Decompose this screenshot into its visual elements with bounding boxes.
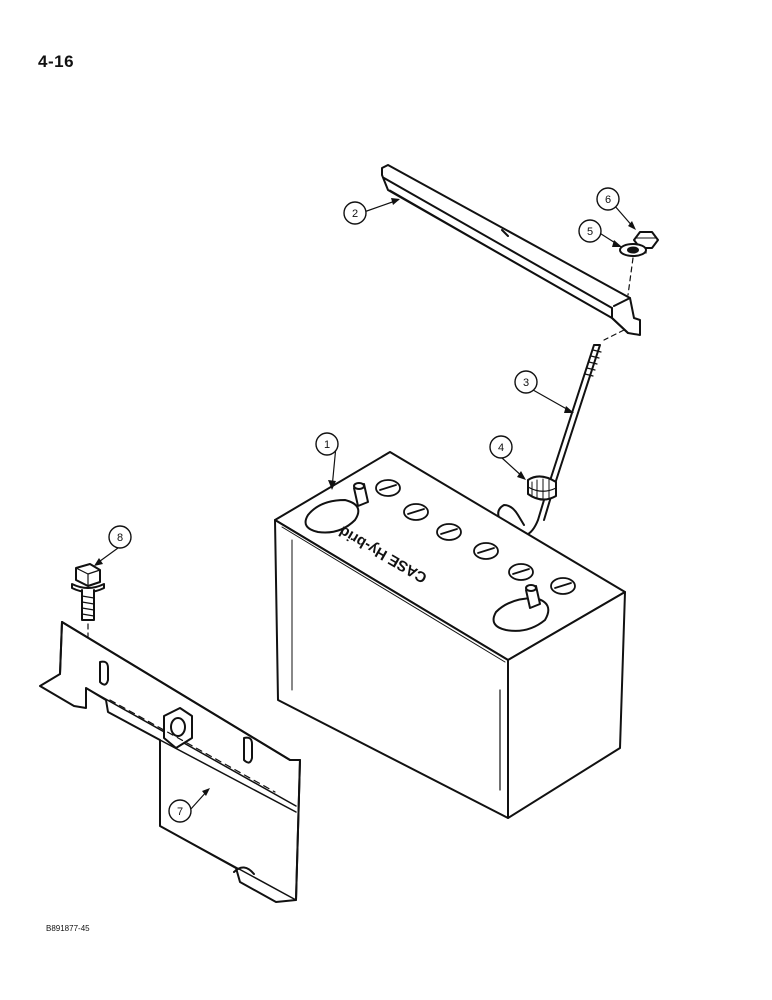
page-number: 4-16 <box>38 52 75 71</box>
callout-5 <box>578 219 602 243</box>
callout-7 <box>168 799 192 823</box>
callout-2 <box>343 201 367 225</box>
callout-number-1: 1 <box>324 439 330 451</box>
grommet <box>527 475 557 501</box>
battery-tray-bracket <box>39 621 301 903</box>
hold-down-bar <box>381 164 641 336</box>
callout-circles <box>108 187 620 823</box>
callout-3 <box>514 370 538 394</box>
battery: CASE Hy-brid <box>274 451 626 819</box>
callout-number-5: 5 <box>587 226 593 238</box>
callout-number-7: 7 <box>177 806 183 818</box>
j-bolt <box>497 344 602 537</box>
callout-number-3: 3 <box>523 377 529 389</box>
washer <box>603 243 647 341</box>
callout-number-8: 8 <box>117 532 123 544</box>
callout-4 <box>489 435 513 459</box>
callout-8 <box>108 525 132 549</box>
callout-1 <box>315 432 339 456</box>
callout-number-2: 2 <box>352 208 358 220</box>
cap-screw <box>71 563 105 673</box>
callout-number-4: 4 <box>498 442 504 454</box>
figure-code: B891877-45 <box>46 924 90 933</box>
callout-6 <box>596 187 620 211</box>
callout-number-6: 6 <box>605 194 611 206</box>
